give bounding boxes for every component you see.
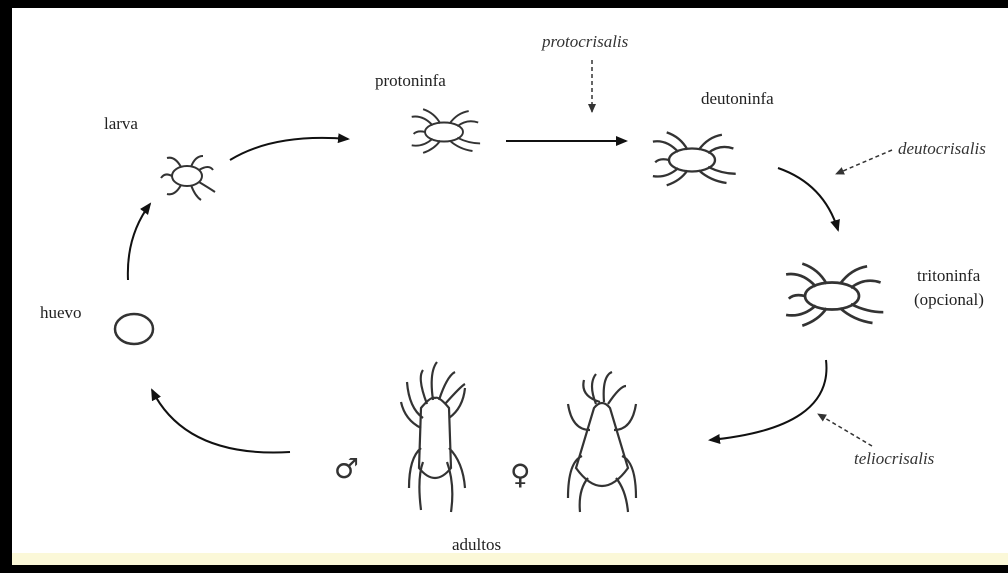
label-deutocrisalis: deutocrisalis xyxy=(898,139,986,158)
dashed-arrow-teliocrisalis xyxy=(818,414,872,446)
arrow-larva-to-protonymph xyxy=(230,138,348,160)
arrow-tritonymph-to-adults xyxy=(710,360,826,440)
female-symbol: ♀ xyxy=(510,458,531,491)
label-teliocrisalis: teliocrisalis xyxy=(854,449,935,468)
label-protoninfa: protoninfa xyxy=(375,71,446,90)
larva-mite-icon xyxy=(161,156,215,200)
label-tritoninfa-optional: (opcional) xyxy=(914,290,984,309)
male-symbol: ♂ xyxy=(334,452,359,485)
arrow-egg-to-larva xyxy=(128,204,150,280)
diagram-canvas: larva protoninfa deutoninfa tritoninfa (… xyxy=(12,8,1008,565)
label-adultos: adultos xyxy=(452,535,501,554)
egg-icon xyxy=(115,314,153,344)
arrow-deutonymph-to-tritonymph xyxy=(778,168,838,230)
tritonymph-mite-icon xyxy=(786,264,883,326)
arrow-adults-to-egg xyxy=(152,390,290,452)
deutonymph-mite-icon xyxy=(653,132,736,185)
label-protocrisalis: protocrisalis xyxy=(541,32,629,51)
label-huevo: huevo xyxy=(40,303,82,322)
label-tritoninfa: tritoninfa xyxy=(917,266,981,285)
dashed-arrow-deutocrisalis xyxy=(836,150,892,174)
life-cycle-diagram: larva protoninfa deutoninfa tritoninfa (… xyxy=(12,8,1008,565)
protonymph-mite-icon xyxy=(412,109,480,153)
adult-male-mite-icon xyxy=(401,362,465,512)
label-deutoninfa: deutoninfa xyxy=(701,89,774,108)
adult-female-mite-icon xyxy=(568,372,636,512)
label-larva: larva xyxy=(104,114,138,133)
bottom-strip xyxy=(12,553,1008,565)
